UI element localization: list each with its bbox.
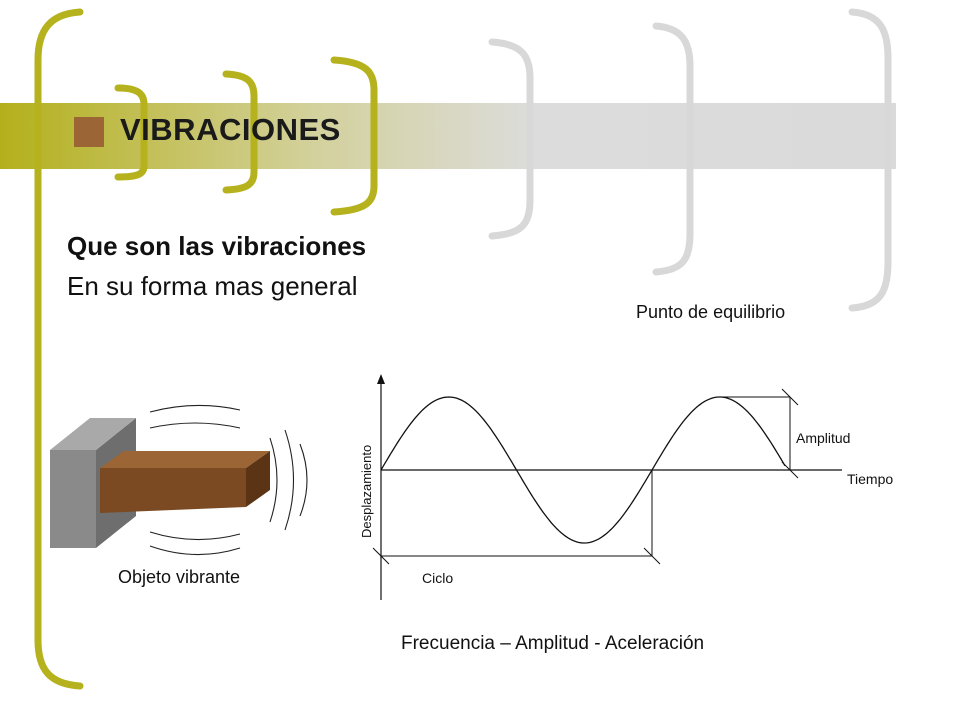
cycle-tick-left: [372, 547, 390, 565]
x-axis-label: Tiempo: [847, 471, 894, 487]
sine-wave: [380, 396, 786, 544]
vibrating-object-label: Objeto vibrante: [118, 567, 241, 587]
bar-front: [100, 468, 246, 513]
bar-end: [246, 451, 270, 507]
equilibrium-label: Punto de equilibrio: [636, 302, 786, 322]
amplitude-tick-bottom: [781, 461, 799, 479]
bracket-olive-3: [330, 56, 378, 216]
y-axis-arrow: [377, 374, 385, 384]
footer-text: Frecuencia – Amplitud - Aceleración: [401, 633, 705, 654]
bracket-olive-1: [114, 84, 148, 181]
block-front: [50, 450, 96, 548]
title-square-icon: [74, 117, 104, 147]
slide-heading: Que son las vibraciones: [67, 231, 367, 261]
left-bracket: [34, 8, 84, 690]
bracket-gray-1: [488, 38, 534, 240]
cycle-label: Ciclo: [422, 570, 454, 586]
y-axis-label: Desplazamiento: [359, 445, 374, 538]
cycle-tick-right: [643, 547, 661, 565]
amplitude-label: Amplitud: [796, 430, 851, 446]
block-top: [50, 418, 136, 450]
bracket-olive-2: [222, 70, 258, 194]
slide-subheading: En su forma mas general: [67, 271, 358, 301]
bracket-gray-2: [652, 22, 694, 276]
title-band: [0, 103, 896, 169]
slide-title: VIBRACIONES: [120, 112, 341, 147]
bracket-gray-3: [848, 8, 892, 312]
amplitude-tick-top: [781, 388, 799, 406]
bar-top: [100, 451, 270, 468]
vibration-arcs: [149, 404, 308, 556]
